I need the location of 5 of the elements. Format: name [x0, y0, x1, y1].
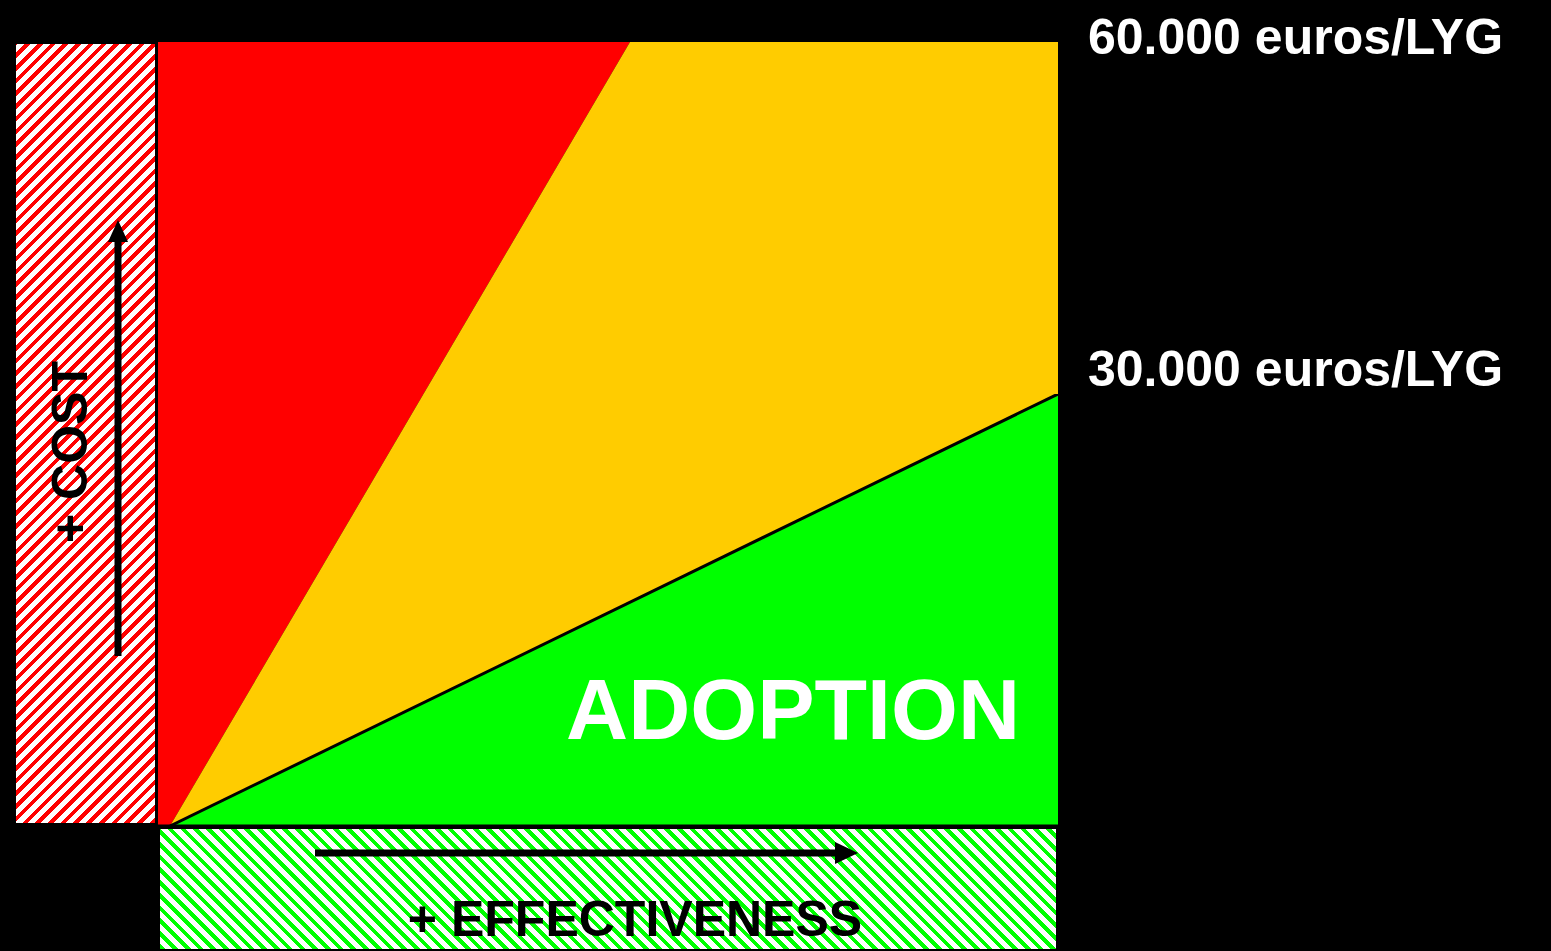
cost-axis-band	[14, 42, 157, 825]
axis-title: + COST	[45, 361, 95, 543]
threshold-label: 30.000 euros/LYG	[1088, 344, 1504, 394]
threshold-label: 60.000 euros/LYG	[1088, 12, 1504, 62]
region-label: ADOPTION	[566, 666, 1020, 752]
